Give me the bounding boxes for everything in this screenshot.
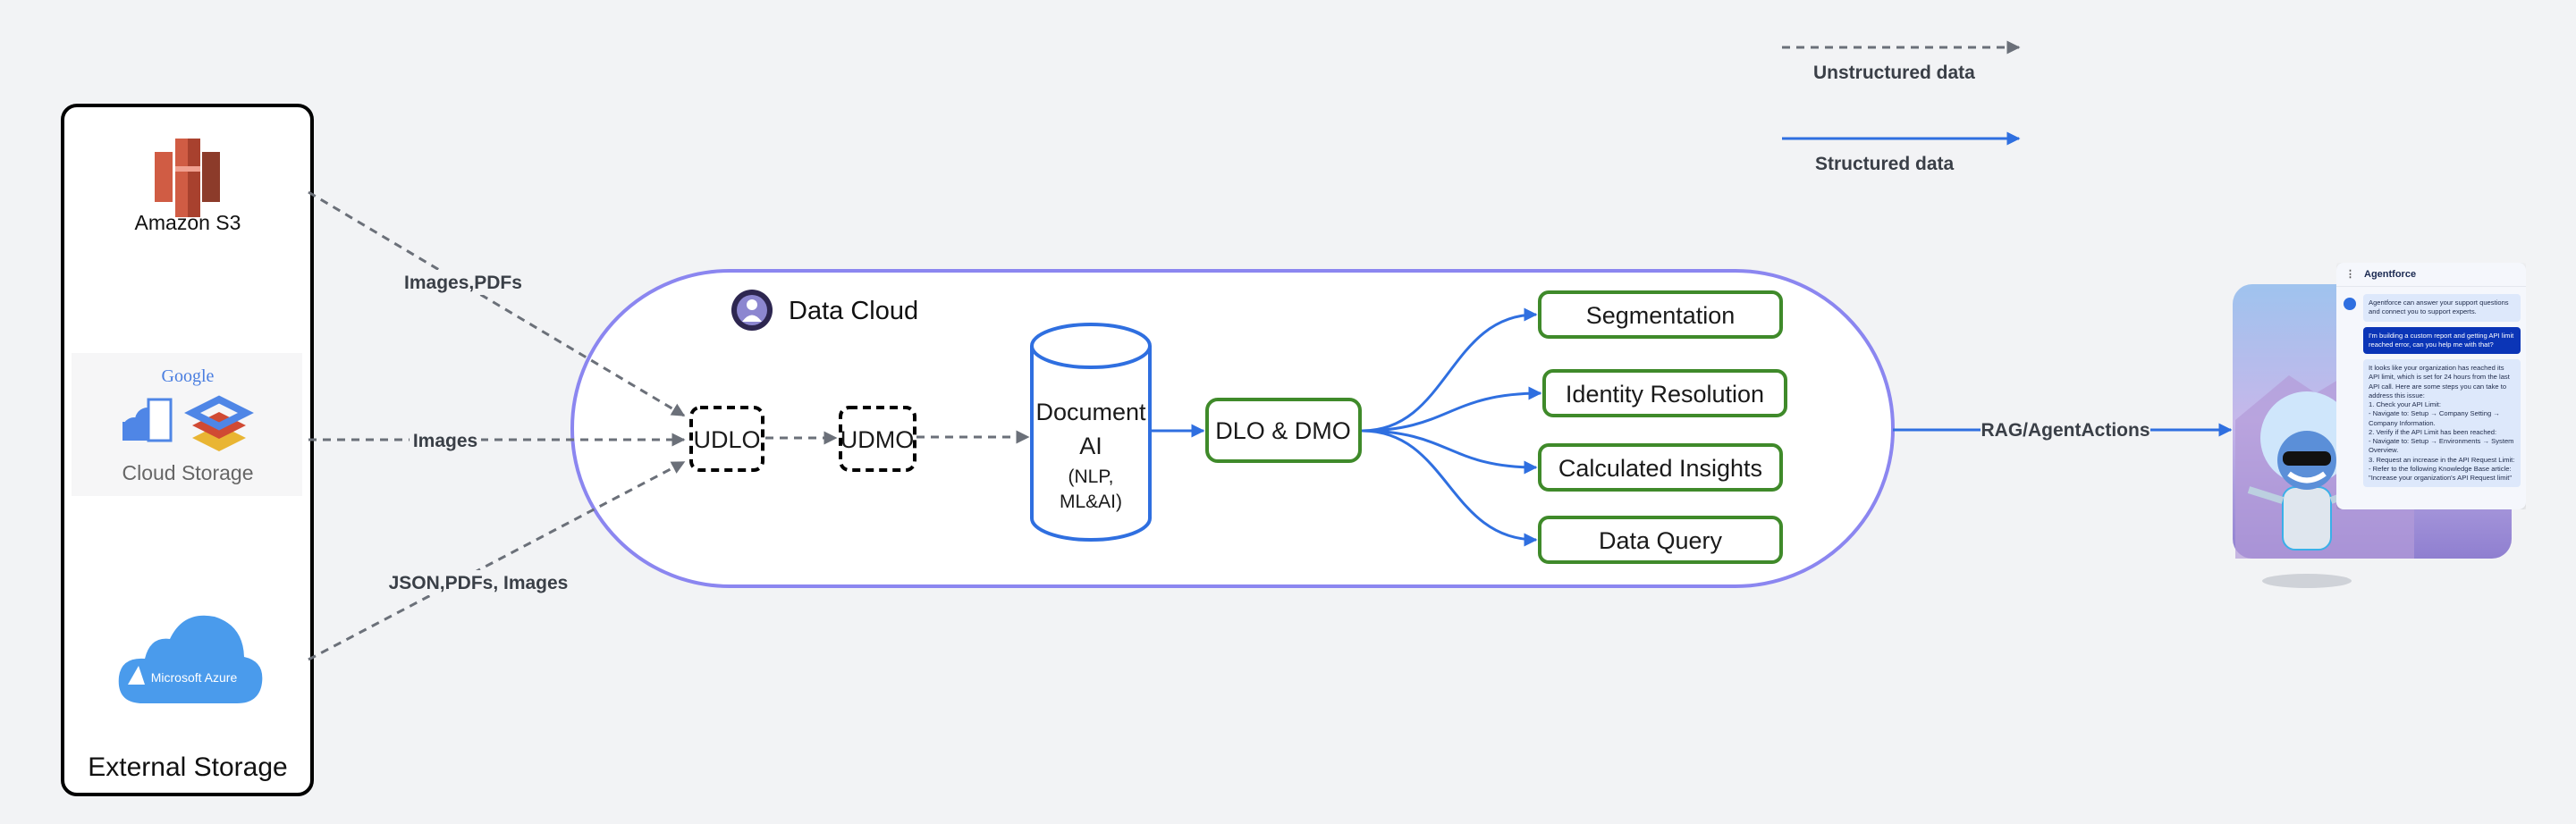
data-cloud-title: Data Cloud — [789, 297, 918, 325]
google-cloud-storage-icon — [122, 395, 254, 451]
identity-resolution-label: Identity Resolution — [1566, 381, 1764, 408]
udmo-node[interactable] — [839, 406, 916, 472]
document-ai-line4: ML&AI) — [1060, 492, 1122, 512]
external-storage-title: External Storage — [88, 753, 287, 782]
udmo-label: UDMO — [840, 426, 915, 453]
agent-reply-intro: It looks like your organization has reac… — [2369, 364, 2510, 399]
user-message: I'm building a custom report and getting… — [2363, 326, 2521, 354]
svg-text:Microsoft Azure: Microsoft Azure — [151, 670, 238, 685]
unstructured-edges — [308, 190, 1030, 661]
structured-edges — [1152, 307, 2233, 547]
agent-reply: It looks like your organization has reac… — [2363, 359, 2521, 488]
agent-avatar-icon — [2344, 298, 2356, 310]
microsoft-azure-icon: Microsoft Azure — [118, 615, 263, 703]
document-ai-line1: Document — [1035, 399, 1146, 425]
udlo-node[interactable] — [689, 406, 764, 472]
segmentation-node[interactable] — [1538, 290, 1783, 339]
document-ai-line2: AI — [1079, 433, 1102, 459]
dlo-to-calculated-insights-edge — [1361, 429, 1538, 475]
segmentation-label: Segmentation — [1586, 302, 1736, 329]
external-storage-panel: Amazon S3 Google Cloud Storage Microsoft… — [61, 104, 314, 796]
agentforce-chat-window: ⋮ Agentforce Agentforce can answer your … — [2336, 263, 2526, 509]
agentforce-chat-header: ⋮ Agentforce — [2336, 263, 2526, 287]
structured-legend-label: Structured data — [1815, 154, 1955, 174]
dlo-to-data-query-edge — [1361, 429, 1538, 547]
output-edge-label: RAG/AgentActions — [1981, 420, 2150, 441]
identity-resolution-node[interactable] — [1542, 369, 1787, 417]
calculated-insights-label: Calculated Insights — [1558, 455, 1762, 482]
azure-edge-label: JSON,PDFs, Images — [389, 573, 569, 593]
agent-message: Agentforce can answer your support quest… — [2363, 294, 2521, 322]
agent-reply-step: 3. Request an increase in the API Reques… — [2369, 455, 2515, 464]
google-brand-label: Google — [162, 366, 215, 386]
amazon-s3-label: Amazon S3 — [135, 211, 241, 234]
data-cloud-icon — [731, 290, 773, 331]
agentforce-mascot-icon — [2247, 391, 2362, 551]
document-ai-line3: (NLP, — [1068, 467, 1114, 487]
document-ai-node[interactable]: Document AI (NLP, ML&AI) — [1030, 323, 1152, 542]
agent-reply-step: 1. Check your API Limit: — [2369, 400, 2442, 408]
data-query-node[interactable] — [1538, 516, 1783, 564]
google-cloud-storage-background — [72, 353, 302, 496]
udlo-label: UDLO — [693, 426, 760, 453]
calculated-insights-node[interactable] — [1538, 443, 1783, 492]
agent-reply-step: - Navigate to: Setup → Company Setting →… — [2369, 409, 2500, 427]
agent-reply-step: - Refer to the following Knowledge Base … — [2369, 464, 2513, 482]
agentforce-title: Agentforce — [2364, 268, 2417, 280]
dlo-to-identity-resolution-edge — [1361, 386, 1542, 433]
dlo-dmo-label: DLO & DMO — [1215, 417, 1351, 444]
cloud-storage-label: Cloud Storage — [122, 461, 253, 484]
agent-reply-step: 2. Verify if the API Limit has been reac… — [2369, 427, 2497, 436]
unstructured-legend-label: Unstructured data — [1813, 63, 1975, 83]
dlo-dmo-node[interactable] — [1205, 398, 1362, 463]
s3-edge-label: Images,PDFs — [404, 273, 522, 293]
data-query-label: Data Query — [1599, 527, 1723, 554]
azure-to-udlo-edge — [308, 460, 686, 661]
gcs-edge-label: Images — [413, 431, 477, 451]
agent-reply-step: - Navigate to: Setup → Environments → Sy… — [2369, 437, 2514, 455]
s3-to-udlo-edge — [308, 190, 686, 417]
more-menu-icon[interactable]: ⋮ — [2345, 268, 2355, 280]
legend: Unstructured data Structured data — [1782, 40, 2021, 174]
dlo-to-segmentation-edge — [1361, 307, 1538, 433]
amazon-s3-icon — [155, 139, 220, 217]
